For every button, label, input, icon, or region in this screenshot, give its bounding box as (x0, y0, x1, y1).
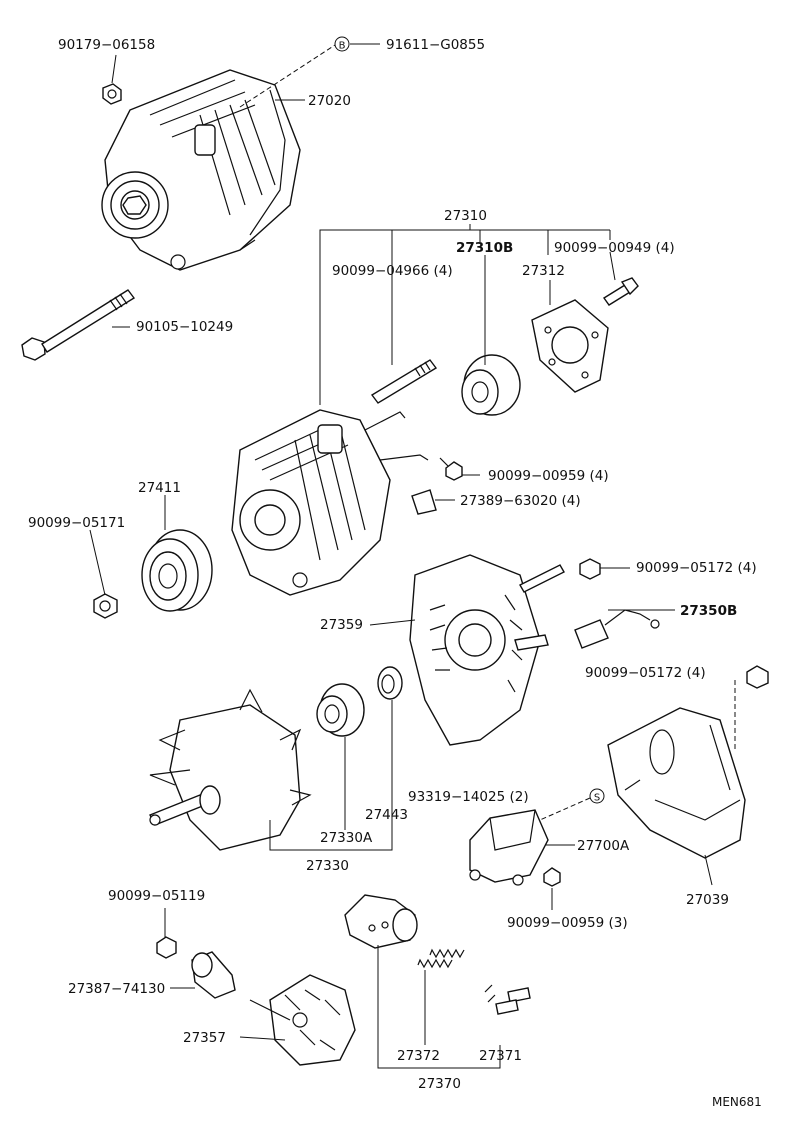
pulley-27411 (141, 529, 213, 612)
nut-90099-05172-lower (746, 665, 769, 689)
rear-cover-27039 (607, 707, 746, 859)
rear-frame-27359 (409, 554, 565, 746)
label-27700a: 27700A (577, 838, 630, 854)
label-27389-63020: 27389−63020 (4) (460, 493, 581, 509)
alternator-assembly-27020 (101, 69, 301, 271)
nut-90099-05171 (93, 593, 118, 619)
label-90099-05172-lower: 90099−05172 (4) (585, 665, 706, 681)
screw-90099-00959-3 (543, 867, 561, 887)
brush-holder-27370 (344, 894, 418, 949)
label-27330a: 27330A (320, 830, 373, 846)
label-27039: 27039 (686, 892, 729, 908)
terminal-27350b (574, 609, 660, 649)
nut-90099-05172-upper (579, 558, 601, 580)
footer-code: MEN681 (712, 1095, 762, 1109)
part-labels: 90179−06158 91611−G0855 27020 27310 2731… (28, 37, 762, 1109)
leader-lines (89, 43, 736, 1069)
label-27387-74130: 27387−74130 (68, 981, 165, 997)
label-27443: 27443 (365, 807, 408, 823)
callout-marker-s: S (589, 788, 605, 804)
regulator-27700a (469, 809, 549, 886)
label-27310: 27310 (444, 208, 487, 224)
label-90099-00949: 90099−00949 (4) (554, 240, 675, 256)
insulator-27389-63020 (411, 489, 437, 515)
label-27350b: 27350B (680, 603, 737, 619)
label-90099-04966: 90099−04966 (4) (332, 263, 453, 279)
label-93319-14025: 93319−14025 (2) (408, 789, 529, 805)
label-90099-05171: 90099−05171 (28, 515, 125, 531)
nut-90179-06158 (102, 83, 122, 105)
label-27411: 27411 (138, 480, 181, 496)
callout-marker-b: B (334, 36, 350, 52)
svg-text:B: B (339, 41, 346, 52)
label-90105-10249: 90105−10249 (136, 319, 233, 335)
rotor-assembly (149, 688, 312, 851)
stud-90099-04966 (370, 359, 438, 404)
label-90179-06158: 90179−06158 (58, 37, 155, 53)
label-27371: 27371 (479, 1048, 522, 1064)
label-27310b: 27310B (456, 240, 513, 256)
label-27357: 27357 (183, 1030, 226, 1046)
screw-90099-00959-4 (439, 457, 463, 481)
bolt-90105-10249 (21, 289, 136, 361)
bearing-27330a (316, 683, 365, 737)
label-91611-g0855: 91611−G0855 (386, 37, 485, 53)
retainer-plate-27312 (531, 299, 609, 393)
label-27330: 27330 (306, 858, 349, 874)
alternator-body (231, 409, 429, 596)
label-90099-00959-4: 90099−00959 (4) (488, 468, 609, 484)
screw-90099-00949 (602, 277, 639, 306)
bearing-27310b (461, 354, 521, 416)
label-90099-00959-3: 90099−00959 (3) (507, 915, 628, 931)
label-27020: 27020 (308, 93, 351, 109)
label-27312: 27312 (522, 263, 565, 279)
plug-27387-74130 (191, 951, 236, 999)
svg-text:S: S (594, 793, 600, 804)
label-90099-05119: 90099−05119 (108, 888, 205, 904)
label-27370: 27370 (418, 1076, 461, 1092)
springs-27372 (417, 948, 465, 969)
washer-27443 (377, 666, 403, 700)
brushes-27371 (484, 984, 531, 1015)
label-90099-05172-upper: 90099−05172 (4) (636, 560, 757, 576)
rectifier-27357 (249, 974, 356, 1066)
label-27359: 27359 (320, 617, 363, 633)
label-27372: 27372 (397, 1048, 440, 1064)
nut-90099-05119 (156, 936, 177, 959)
